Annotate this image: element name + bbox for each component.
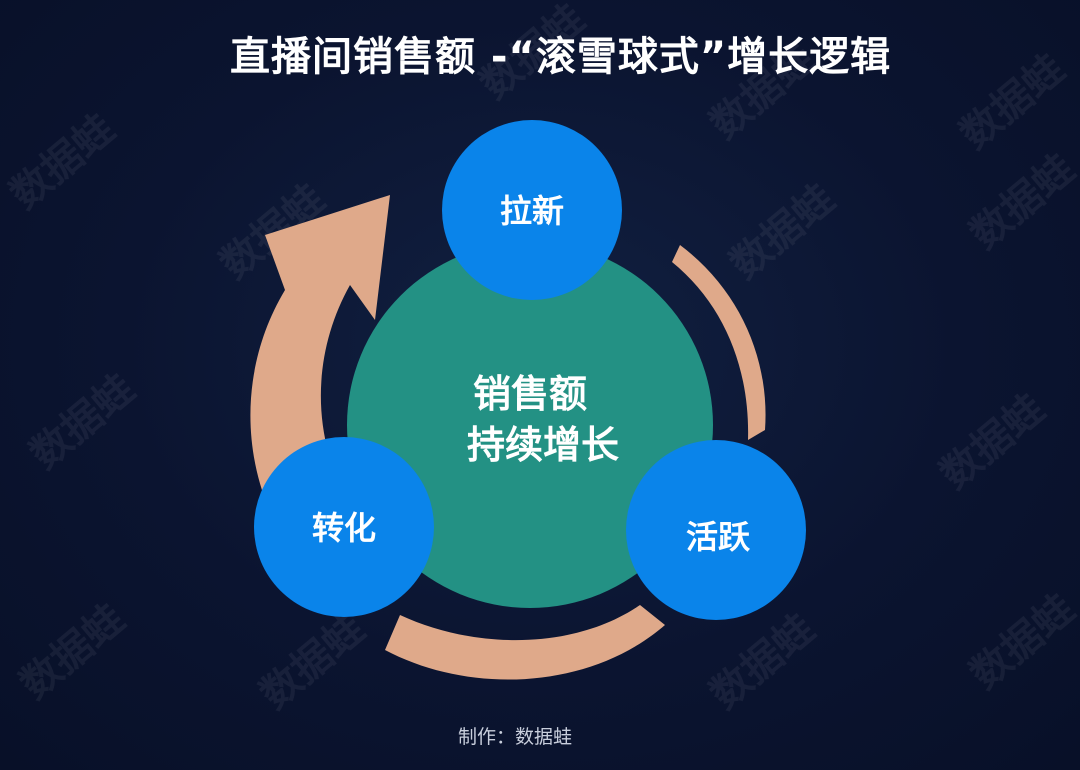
cycle-arrow-right <box>672 245 766 440</box>
center-circle <box>347 242 713 608</box>
node-circle-top <box>442 120 622 300</box>
node-label-left: 转化 <box>312 509 376 547</box>
cycle-arrow-bottom <box>385 605 665 680</box>
node-circle-left <box>254 437 434 617</box>
node-label-right: 活跃 <box>686 518 751 556</box>
page-title: 直播间销售额 -“滚雪球式”增长逻辑 <box>230 34 892 80</box>
center-label-line1: 销售额 <box>473 372 587 416</box>
credit-text: 制作：数据蛙 <box>457 726 572 748</box>
node-label-top: 拉新 <box>500 192 564 230</box>
node-circle-right <box>626 440 806 620</box>
center-label-line2: 持续增长 <box>467 423 619 467</box>
